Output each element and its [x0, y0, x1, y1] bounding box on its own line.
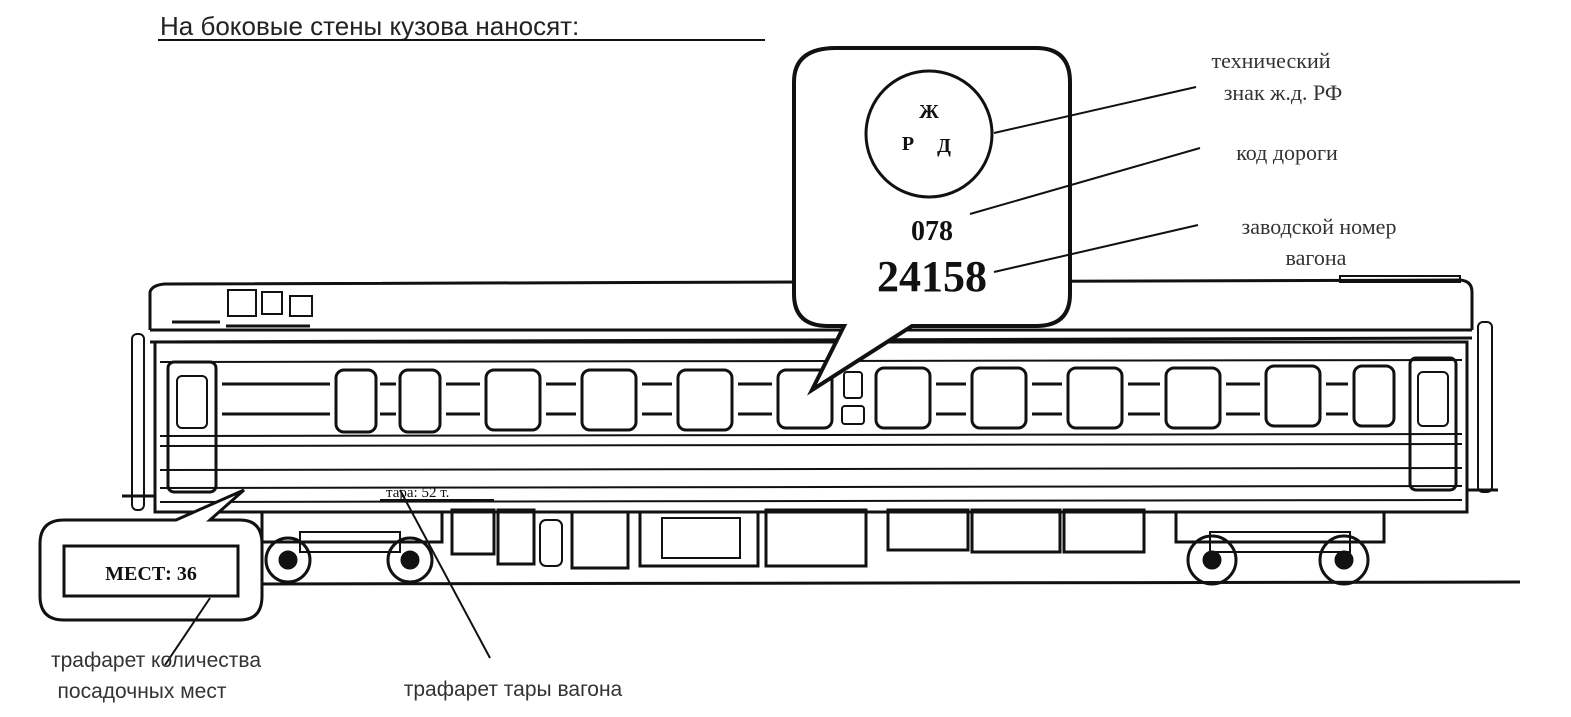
leader-car-number — [993, 224, 1199, 273]
car-number: 24158 — [877, 252, 987, 301]
car-windows — [222, 364, 1396, 434]
rail-line — [249, 580, 1521, 586]
tare-marking: тара: 52 т. — [386, 485, 449, 501]
label-seats-line1: трафарет количества — [51, 649, 261, 672]
heading: На боковые стены кузова наносят: — [160, 11, 579, 41]
leader-road-code — [969, 147, 1201, 215]
road-code: 078 — [911, 216, 953, 247]
label-emblem-line1: технический — [1211, 48, 1330, 73]
seats-marking-frame — [62, 544, 240, 598]
emblem-letter-top: Ж — [919, 101, 939, 123]
marking-callout-bubble — [792, 46, 1072, 396]
underframe-equipment — [450, 508, 1146, 570]
label-emblem-line2: знак ж.д. РФ — [1224, 80, 1343, 105]
railcar-body — [122, 275, 1498, 514]
leader-tare — [399, 489, 491, 659]
label-seats-line2: посадочных мест — [58, 680, 227, 703]
bogie-left — [260, 510, 444, 584]
bogie-right — [1174, 510, 1386, 586]
railway-emblem-circle — [864, 69, 994, 199]
label-car-number-line1: заводской номер — [1242, 214, 1397, 239]
label-road-code: код дороги — [1236, 140, 1338, 165]
emblem-letter-right: Д — [937, 135, 951, 157]
leader-seats — [164, 597, 211, 666]
label-car-number-line2: вагона — [1286, 245, 1347, 270]
leader-emblem — [993, 86, 1197, 134]
seats-marking: МЕСТ: 36 — [105, 563, 197, 585]
emblem-letter-left: Р — [902, 133, 914, 155]
label-tare: трафарет тары вагона — [404, 678, 623, 701]
